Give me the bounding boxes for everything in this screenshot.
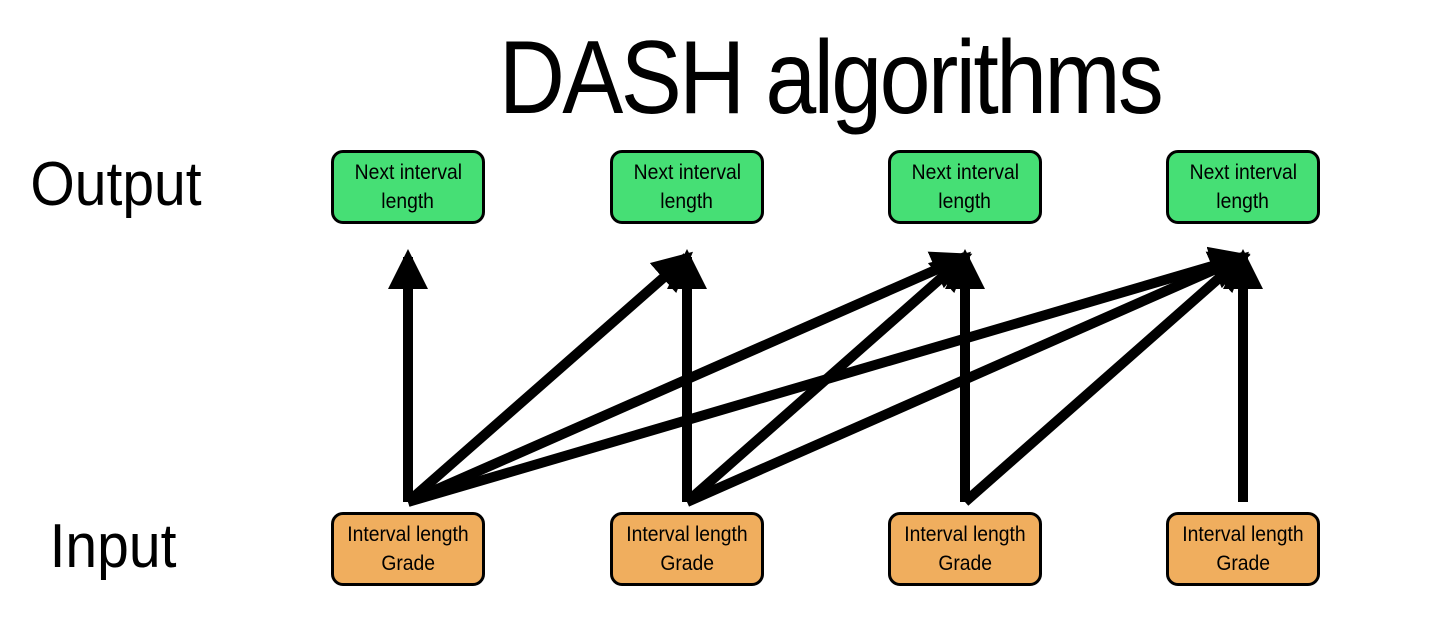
diagram-title: DASH algorithms xyxy=(498,20,1164,136)
output-node: Next interval length xyxy=(610,150,764,224)
input-row-label: Input xyxy=(49,512,177,581)
input-node-line1: Interval length xyxy=(347,523,469,546)
output-node-line2: length xyxy=(1216,190,1270,213)
input-node-line1: Interval length xyxy=(1182,523,1304,546)
input-node-line1: Interval length xyxy=(904,523,1026,546)
input-node-line1: Interval length xyxy=(626,523,748,546)
output-node-line2: length xyxy=(381,190,435,213)
output-node: Next interval length xyxy=(331,150,485,224)
input-node-line2: Grade xyxy=(938,552,992,575)
input-node-line2: Grade xyxy=(660,552,714,575)
output-node: Next interval length xyxy=(888,150,1042,224)
output-node: Next interval length xyxy=(1166,150,1320,224)
output-node-line1: Next interval xyxy=(911,161,1019,184)
output-node-line1: Next interval xyxy=(633,161,741,184)
input-node-line2: Grade xyxy=(381,552,435,575)
arrow-input-2-to-output-3 xyxy=(683,251,972,506)
input-node-line2: Grade xyxy=(1216,552,1270,575)
arrow-input-3-to-output-4 xyxy=(961,251,1250,506)
output-row-label: Output xyxy=(30,150,202,219)
output-node-line2: length xyxy=(660,190,714,213)
arrow-input-1-to-output-2 xyxy=(404,251,694,506)
output-node-line1: Next interval xyxy=(1189,161,1297,184)
output-node-line1: Next interval xyxy=(354,161,462,184)
output-node-line2: length xyxy=(938,190,992,213)
